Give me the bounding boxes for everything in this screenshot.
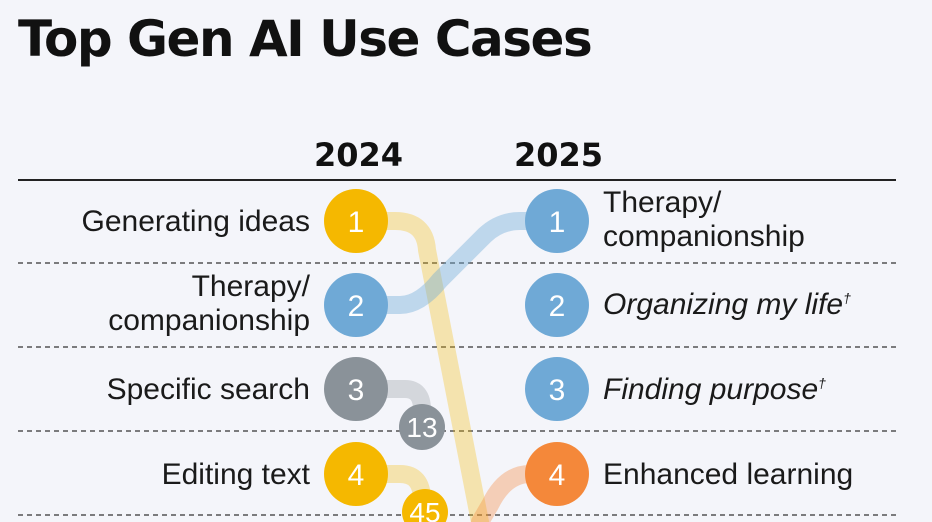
column-header-2024: 2024	[314, 136, 404, 174]
label-2025-row-2: Organizing my life†	[603, 288, 851, 321]
label-2024-row-1: Generating ideas	[81, 205, 311, 238]
label-2024-row-4: Editing text	[161, 458, 310, 491]
rank-circle-2025-1-label: 1	[549, 206, 566, 239]
rank-circle-2024-4-label: 4	[348, 459, 365, 492]
rank-circle-2024-3-label: 3	[348, 374, 365, 407]
chart-title: Top Gen AI Use Cases	[18, 10, 593, 68]
rank-circle-2025-2	[525, 273, 589, 337]
drop-marker-45	[402, 489, 448, 522]
rank-circle-2025-3-label: 3	[549, 374, 566, 407]
rank-circle-2025-4-label: 4	[549, 459, 566, 492]
rank-circle-2024-4	[324, 442, 388, 506]
rank-circle-2025-3	[525, 357, 589, 421]
label-2025-row-3: Finding purpose†	[603, 373, 826, 406]
drop-marker-13-label: 13	[406, 412, 437, 443]
column-header-2025: 2025	[514, 136, 604, 174]
rank-circle-2024-1-label: 1	[348, 206, 365, 239]
label-2025-row-1: Therapy/companionship	[603, 186, 805, 253]
rank-circle-2024-1	[324, 189, 388, 253]
rank-circle-2024-2	[324, 273, 388, 337]
rank-circle-2024-2-label: 2	[348, 290, 365, 323]
rank-circle-2024-3	[324, 357, 388, 421]
label-2024-row-2: Therapy/companionship	[108, 270, 310, 337]
new-entry-marker: †	[818, 375, 826, 391]
path-generating-ideas	[347, 212, 489, 522]
drop-marker-45-label: 45	[409, 497, 440, 522]
path-therapy	[347, 212, 566, 314]
drop-marker-13	[399, 404, 445, 450]
rank-circle-2025-2-label: 2	[549, 290, 566, 323]
rank-circle-2025-1	[525, 189, 589, 253]
label-2025-row-4: Enhanced learning	[603, 458, 854, 491]
label-2024-row-3: Specific search	[106, 373, 310, 406]
rank-circle-2025-4	[525, 442, 589, 506]
new-entry-marker: †	[843, 290, 851, 306]
